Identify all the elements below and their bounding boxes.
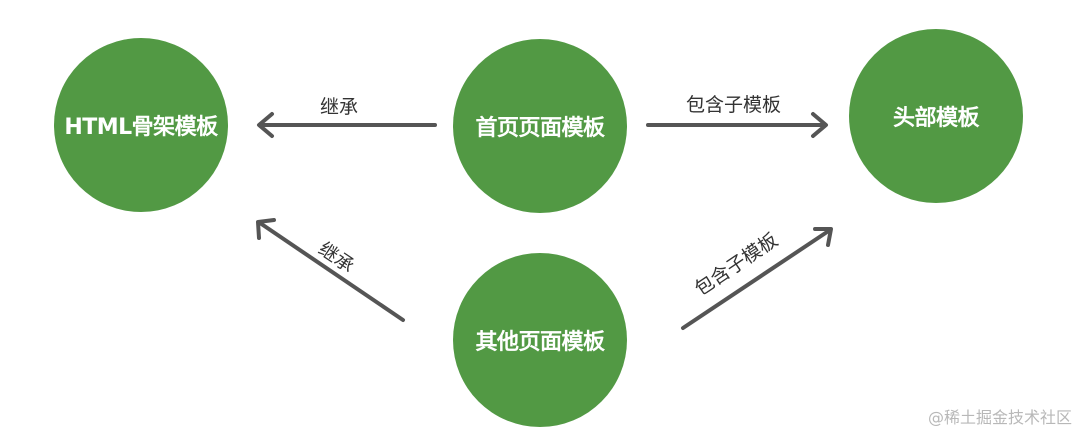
arrow-home-to-header <box>646 112 828 138</box>
node-label: 首页页面模板 <box>475 116 605 141</box>
edge-label-home-to-html: 继承 <box>320 96 359 118</box>
node-html-skeleton: HTML骨架模板 <box>54 38 228 212</box>
node-other-pages: 其他页面模板 <box>453 253 627 427</box>
node-label: 头部模板 <box>892 106 980 131</box>
node-header: 头部模板 <box>849 29 1023 203</box>
edge-label-home-to-header: 包含子模板 <box>686 94 782 116</box>
node-label: 其他页面模板 <box>475 330 605 355</box>
node-label: HTML骨架模板 <box>64 115 218 140</box>
arrow-home-to-html <box>257 112 437 138</box>
node-home-page: 首页页面模板 <box>453 39 627 213</box>
watermark: @稀土掘金技术社区 <box>927 408 1072 427</box>
arrow-other-to-html <box>256 218 405 322</box>
arrow-other-to-header <box>681 227 833 330</box>
